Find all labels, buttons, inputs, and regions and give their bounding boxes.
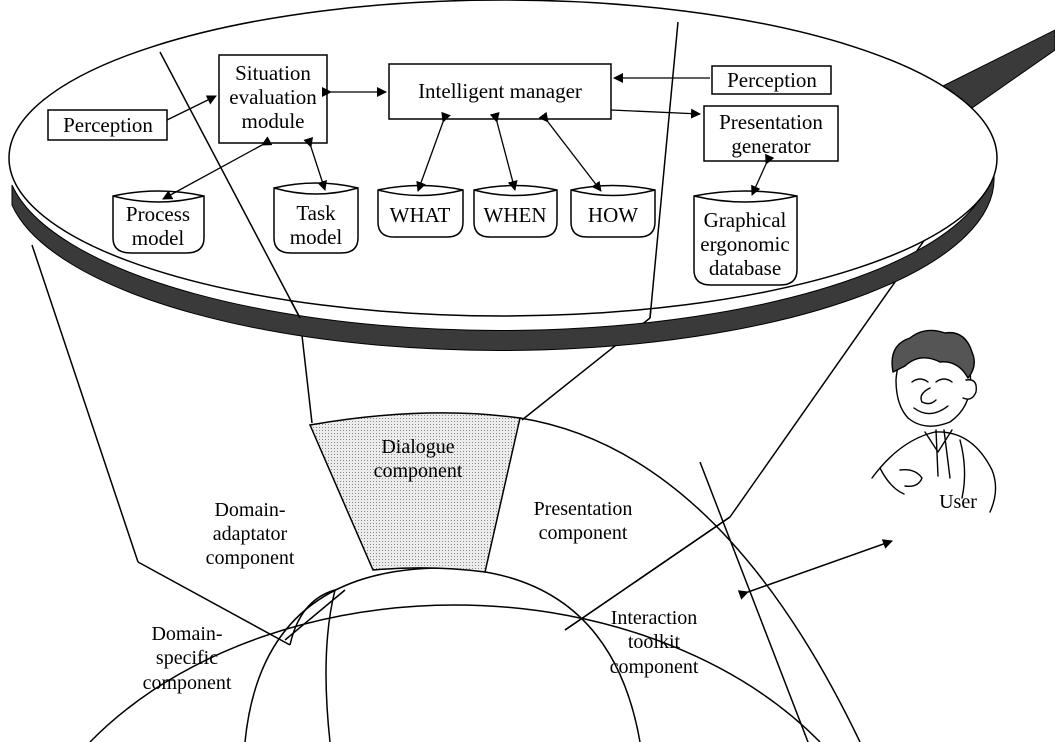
ring-labels: Dialogue component Domain- adaptator com… xyxy=(143,436,699,694)
arrow-manager-how xyxy=(538,111,602,192)
user-label: User xyxy=(939,491,977,513)
situation-line-2: evaluation xyxy=(229,85,317,109)
arrow-generator-graphical xyxy=(751,153,775,196)
ring-outer-arc-extension xyxy=(519,417,861,742)
user-interaction-arrow xyxy=(737,539,893,600)
domain-specific-line-3: component xyxy=(143,672,232,694)
perception-left-label: Perception xyxy=(63,113,153,137)
presentation-generator-line-1: Presentation xyxy=(719,110,823,134)
process-model-line-2: model xyxy=(132,226,185,250)
presentation-generator-box xyxy=(703,105,839,162)
ring-inner-arc xyxy=(244,567,641,742)
dialogue-line-1: Dialogue xyxy=(381,436,454,458)
how-label: HOW xyxy=(588,203,638,227)
perception-right-box xyxy=(711,65,832,95)
disk-arrows xyxy=(162,73,775,200)
perception-left-box xyxy=(47,109,168,141)
presentation-line-2: component xyxy=(539,522,628,544)
graphical-db-line-2: ergonomic xyxy=(700,232,789,256)
interaction-toolkit-line-3: component xyxy=(610,656,699,678)
ring-hole-edge-2 xyxy=(284,589,346,641)
situation-module-box xyxy=(218,54,328,144)
ring-hole-edge xyxy=(289,588,337,742)
dialogue-segment xyxy=(308,412,521,573)
graphical-db-line-3: database xyxy=(709,256,781,280)
dialogue-line-2: component xyxy=(374,460,463,482)
process-model-line-1: Process xyxy=(126,202,190,226)
interaction-toolkit-line-2: toolkit xyxy=(628,631,681,653)
arrow-manager-to-generator xyxy=(610,108,701,119)
domain-specific-line-2: specific xyxy=(156,647,218,669)
domain-adaptator-line-3: component xyxy=(206,547,295,569)
how-db xyxy=(570,184,656,238)
what-label: WHAT xyxy=(390,203,451,227)
arrow-manager-when xyxy=(489,112,518,191)
arrow-manager-what xyxy=(416,111,451,192)
arrow-situation-task xyxy=(303,136,327,191)
perception-right-label: Perception xyxy=(727,68,817,92)
situation-line-3: module xyxy=(242,109,305,133)
arrow-perception-to-situation xyxy=(166,95,217,121)
domain-adaptator-line-1: Domain- xyxy=(214,499,285,521)
interaction-toolkit-line-1: Interaction xyxy=(611,607,698,629)
disk-surface xyxy=(8,0,998,317)
user-figure xyxy=(871,329,997,513)
ring-outer-arc xyxy=(89,604,821,742)
domain-specific-line-1: Domain- xyxy=(151,623,222,645)
when-label: WHEN xyxy=(484,203,547,227)
domain-adaptator-line-2: adaptator xyxy=(213,523,288,545)
intelligent-manager-box xyxy=(388,63,612,120)
disk-boxes xyxy=(47,54,839,162)
databases xyxy=(112,182,798,286)
task-model-line-1: Task xyxy=(296,201,336,225)
presentation-generator-line-2: generator xyxy=(731,134,810,158)
intelligent-manager-label: Intelligent manager xyxy=(418,79,582,103)
presentation-line-1: Presentation xyxy=(534,498,633,520)
graphical-db xyxy=(693,190,798,286)
arrow-situation-process xyxy=(162,136,273,200)
graphical-db-line-1: Graphical xyxy=(704,208,787,232)
situation-line-1: Situation xyxy=(235,61,311,85)
task-model-line-2: model xyxy=(290,225,343,249)
top-disk xyxy=(8,0,1055,351)
what-db xyxy=(377,184,464,238)
disk-labels: Situation evaluation module Intelligent … xyxy=(63,61,823,280)
